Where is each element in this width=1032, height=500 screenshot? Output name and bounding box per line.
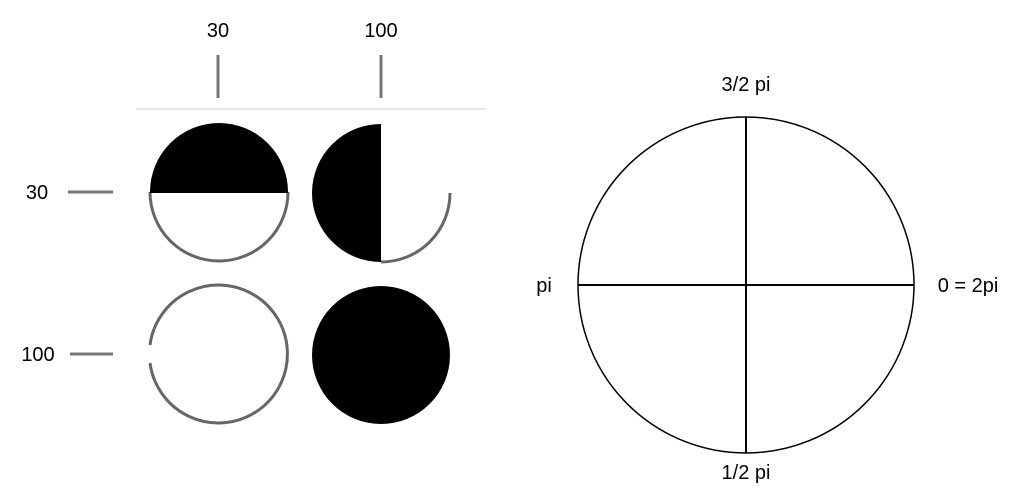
column-label-100: 100 <box>364 20 397 42</box>
angle-label-right: 0 = 2pi <box>938 275 999 297</box>
row-label-30: 30 <box>26 182 48 204</box>
angle-reference-panel: 3/2 pi pi 0 = 2pi 1/2 pi <box>536 74 998 484</box>
column-label-30: 30 <box>207 20 229 42</box>
arc-cell-r30-c100 <box>312 124 452 264</box>
arc-cell-r100-c30 <box>148 283 289 425</box>
arc-examples-panel: 30 100 30 100 <box>21 20 486 425</box>
arc-outline <box>380 192 452 264</box>
arc-cell-r100-c100 <box>312 286 450 424</box>
arc-outline <box>148 283 289 425</box>
filled-segment <box>150 123 288 192</box>
angle-label-bottom: 1/2 pi <box>722 462 771 484</box>
filled-circle <box>312 286 450 424</box>
angle-label-top: 3/2 pi <box>722 74 771 96</box>
arc-cell-r30-c30 <box>148 123 290 263</box>
arc-outline <box>148 191 290 263</box>
angle-label-left: pi <box>536 275 552 297</box>
filled-segment <box>312 124 381 262</box>
row-label-100: 100 <box>21 344 54 366</box>
